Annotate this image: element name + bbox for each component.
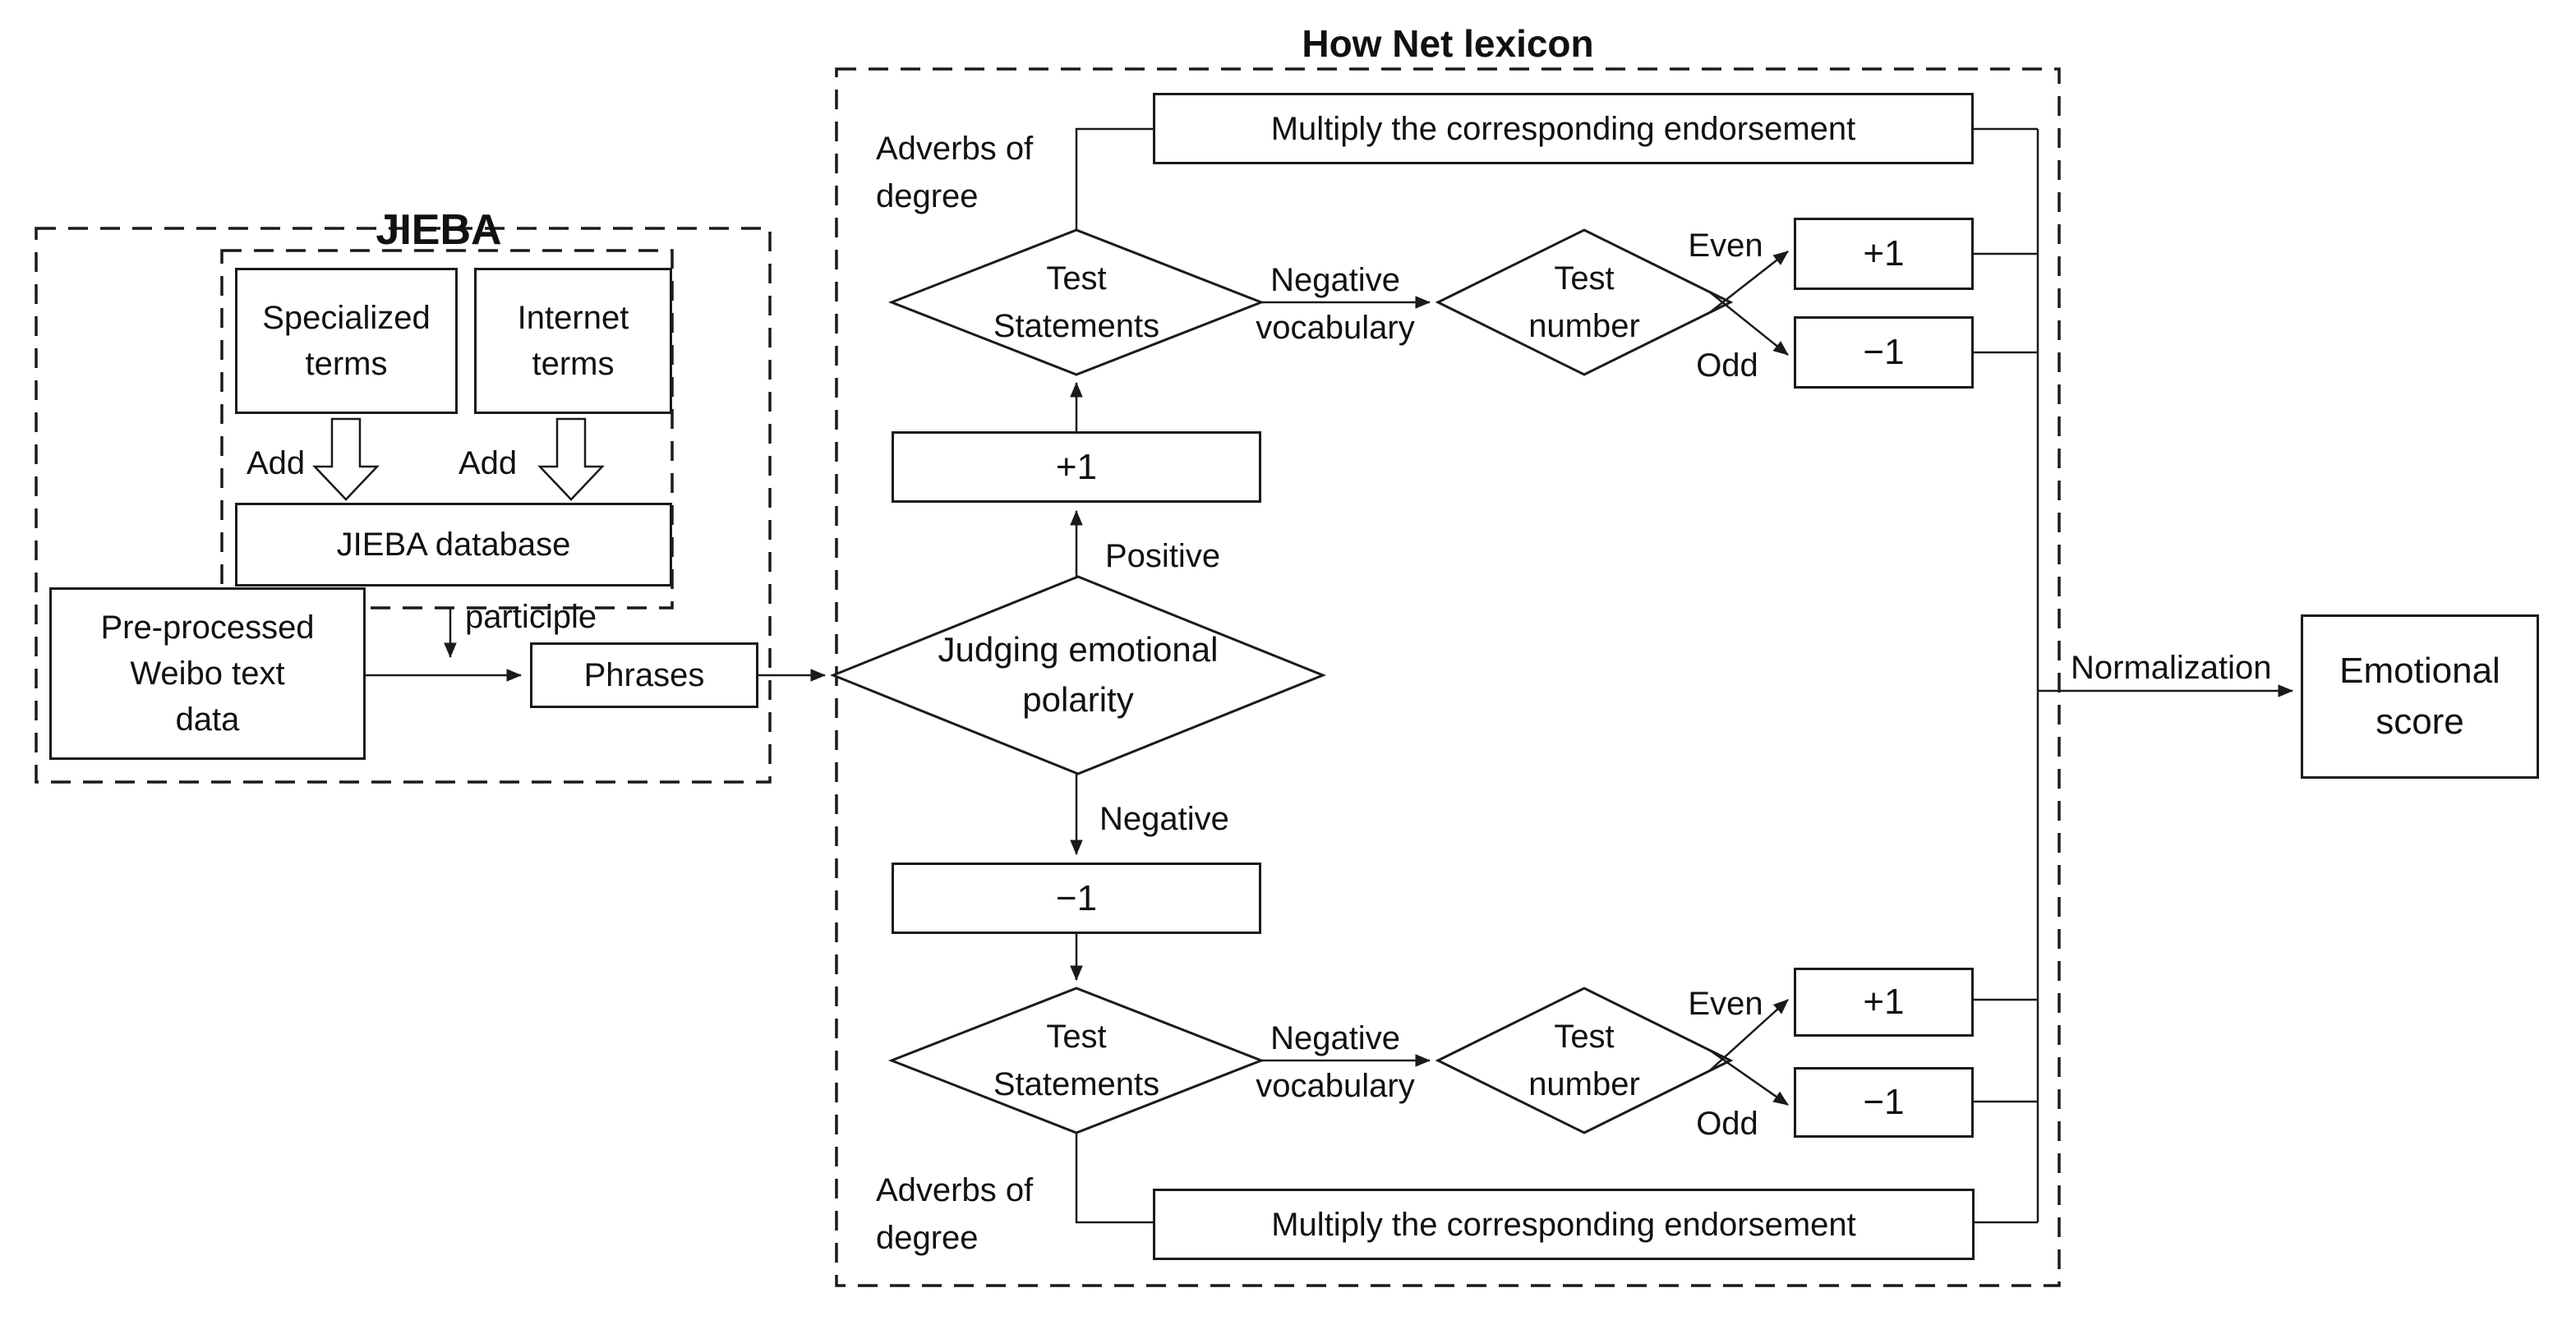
test-number-top-label: Test number: [1528, 260, 1640, 344]
internet-terms-box: Internet terms: [474, 268, 672, 414]
judging-polarity-diamond: [829, 575, 1327, 775]
add-label-left: Add: [247, 445, 306, 481]
minus-one-bottom-box: −1: [1794, 1067, 1974, 1138]
even-top-label: Even: [1688, 228, 1763, 264]
plus-one-mid-box: +1: [892, 431, 1261, 503]
phrases-box: Phrases: [530, 642, 758, 708]
test-statements-top-label: Test Statements: [993, 260, 1160, 344]
emotional-score-box: Emotional score: [2301, 614, 2539, 779]
test-statements-bottom-label: Test Statements: [993, 1019, 1160, 1102]
add-label-right: Add: [459, 445, 518, 481]
specialized-terms-box: Specialized terms: [235, 268, 458, 414]
odd-top-arrow: [1708, 291, 1789, 356]
judging-polarity-label: Judging emotional polarity: [938, 630, 1219, 719]
odd-top-label: Odd: [1696, 347, 1758, 384]
minus-one-top-box: −1: [1794, 316, 1974, 389]
normalization-label: Normalization: [2071, 650, 2272, 686]
jieba-dashed-frame: [35, 227, 772, 784]
negative-label: Negative: [1099, 801, 1229, 837]
adverbs-bottom-connector: [1075, 1133, 1153, 1224]
multiply-endorsement-bottom-box: Multiply the corresponding endorsement: [1153, 1189, 1975, 1260]
multiply-endorsement-top-box: Multiply the corresponding endorsement: [1153, 93, 1974, 164]
odd-bottom-arrow: [1708, 1048, 1789, 1106]
adverbs-top-connector: [1075, 127, 1153, 230]
add-arrow-left-icon: [312, 417, 380, 501]
negative-vocabulary-top-label: Negative vocabulary: [1256, 262, 1415, 346]
test-number-bottom-label: Test number: [1528, 1019, 1640, 1102]
negative-vocabulary-bottom-label: Negative vocabulary: [1256, 1020, 1415, 1104]
adverbs-of-degree-top-label: Adverbs of degree: [876, 131, 1034, 214]
adverbs-of-degree-bottom-label: Adverbs of degree: [876, 1172, 1034, 1256]
plus-one-bottom-box: +1: [1794, 968, 1974, 1037]
odd-bottom-label: Odd: [1696, 1106, 1758, 1142]
preprocessed-weibo-box: Pre-processed Weibo text data: [49, 587, 366, 760]
add-arrow-right-icon: [537, 417, 605, 501]
jieba-section-title: JIEBA: [376, 206, 502, 254]
test-number-bottom-diamond: [1435, 987, 1734, 1134]
hownet-section-title: How Net lexicon: [1302, 22, 1594, 65]
jieba-inner-dashed-frame: [220, 249, 674, 610]
minus-one-mid-box: −1: [892, 863, 1261, 934]
jieba-database-box: JIEBA database: [235, 503, 672, 587]
participle-label: participle: [465, 599, 597, 635]
plus-one-top-box: +1: [1794, 218, 1974, 290]
even-bottom-label: Even: [1688, 986, 1763, 1022]
positive-label: Positive: [1105, 538, 1221, 574]
test-number-top-diamond: [1435, 228, 1734, 376]
